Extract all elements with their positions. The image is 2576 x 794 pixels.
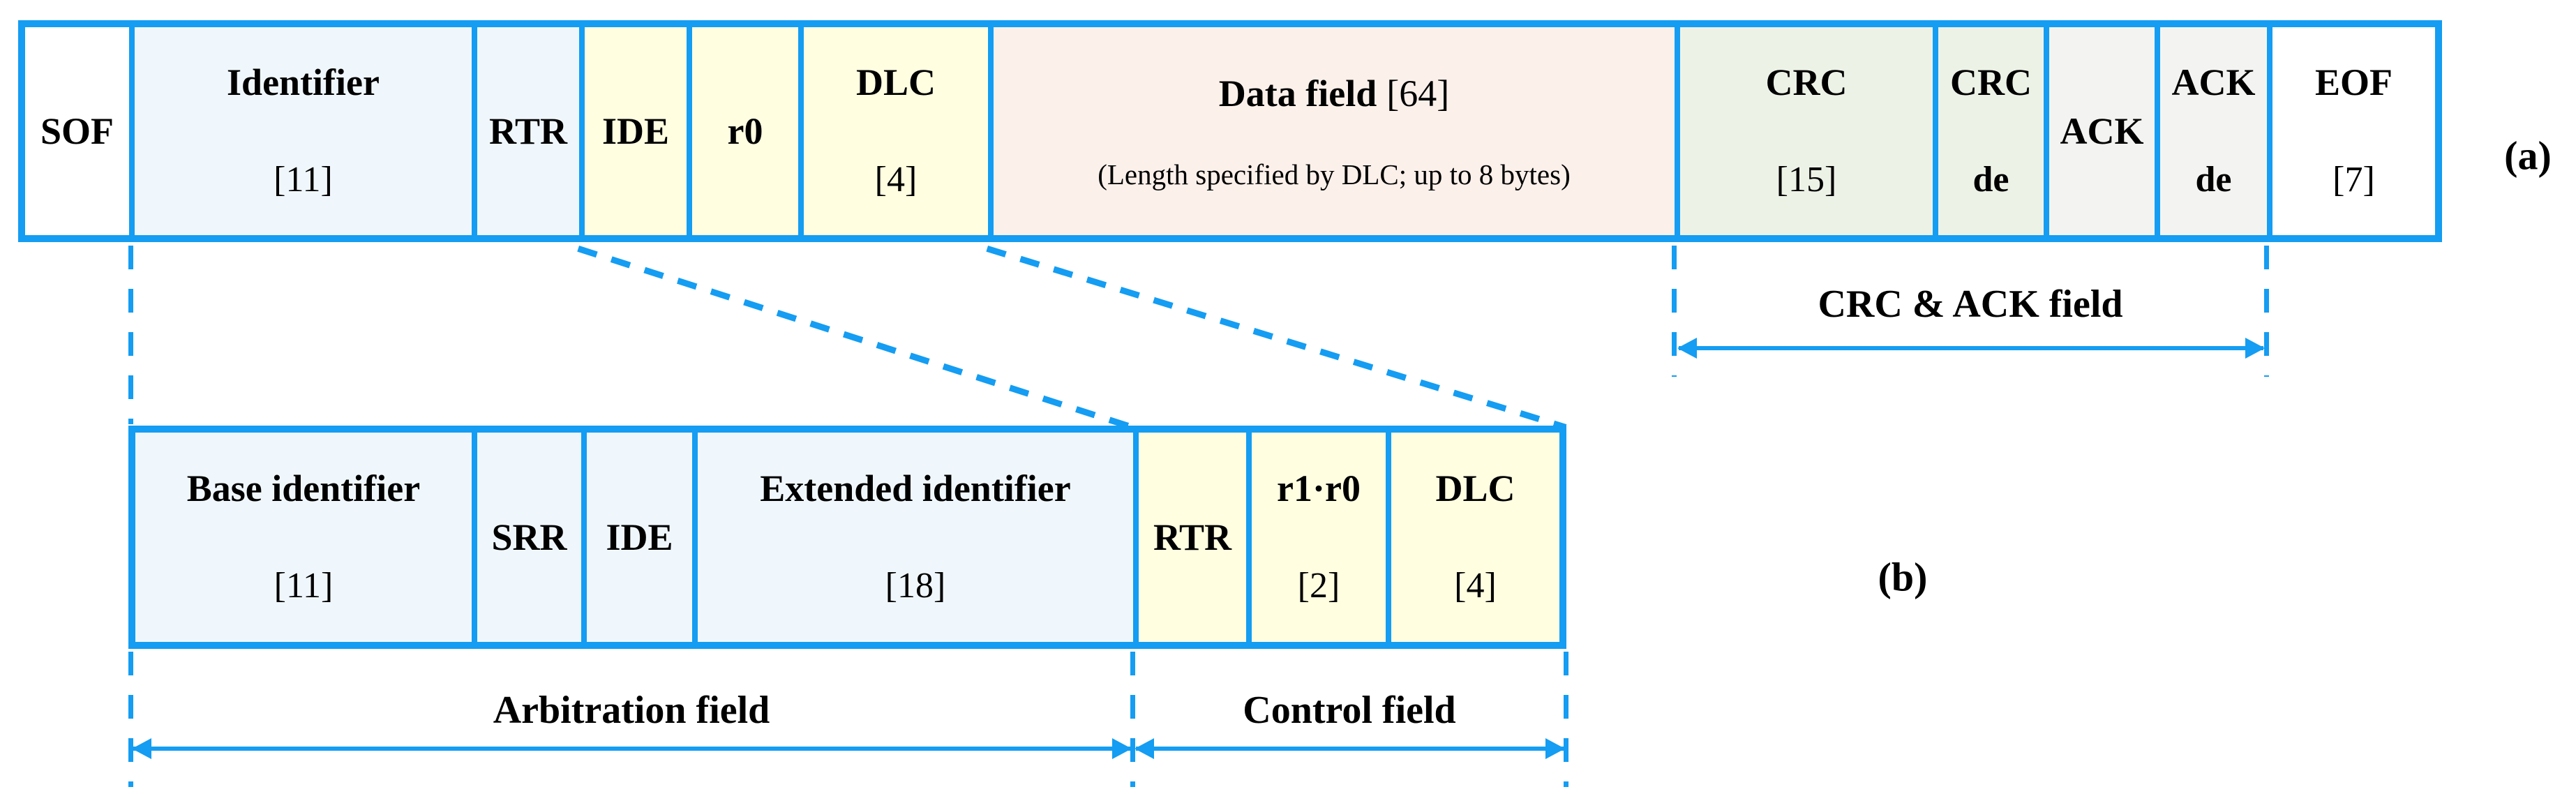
field-label: r0 <box>727 110 763 152</box>
field-label: RTR <box>488 110 568 152</box>
field-ide-b: IDE <box>581 433 692 642</box>
control-field-label: Control field <box>1243 689 1456 732</box>
field-r0: r0 <box>687 27 798 235</box>
dashed-line-crc-left <box>1672 246 1677 377</box>
field-ack: ACK <box>2044 27 2155 235</box>
field-label: CRC <box>1950 61 2032 103</box>
field-sublabel: de <box>2195 160 2232 200</box>
arbitration-field-arrow <box>133 747 1130 751</box>
field-bitcount: [18] <box>885 566 946 606</box>
field-label: RTR <box>1153 516 1232 558</box>
field-label: ACK <box>2171 61 2256 103</box>
field-label: Base identifier <box>186 467 421 509</box>
field-srr: SRR <box>472 433 581 642</box>
field-bitcount: [11] <box>274 566 334 606</box>
field-label: SRR <box>491 516 567 558</box>
field-label: ACK <box>2060 110 2144 152</box>
field-label: SOF <box>40 110 114 152</box>
dashed-line-control-right <box>1564 652 1568 787</box>
field-bitcount: [4] <box>1454 566 1497 606</box>
field-base-identifier: Base identifier [11] <box>135 433 472 642</box>
field-dlc: DLC [4] <box>798 27 988 235</box>
field-label: r1·r0 <box>1277 467 1361 509</box>
field-label: IDE <box>601 110 670 152</box>
dashed-diagonal-dlc-to-dlc <box>986 246 1567 430</box>
dashed-line-identifier-left <box>128 246 133 424</box>
field-bitcount: [11] <box>274 160 333 200</box>
field-dlc-b: DLC [4] <box>1386 433 1559 642</box>
field-label: DLC <box>1435 467 1515 509</box>
field-label: Data field[64] <box>1219 70 1449 117</box>
field-extended-identifier: Extended identifier [18] <box>692 433 1133 642</box>
field-label: DLC <box>855 61 936 103</box>
control-field-arrow <box>1136 747 1564 751</box>
crc-ack-field-arrow <box>1679 346 2263 350</box>
figure-tag-b: (b) <box>1878 554 1928 600</box>
field-sublabel: de <box>1972 160 2009 200</box>
field-rtr: RTR <box>472 27 579 235</box>
field-r1-r0: r1·r0 [2] <box>1246 433 1386 642</box>
field-label: CRC <box>1765 61 1848 103</box>
crc-ack-field-label: CRC & ACK field <box>1818 283 2123 326</box>
field-identifier: Identifier [11] <box>129 27 472 235</box>
field-rtr-b: RTR <box>1133 433 1246 642</box>
figure-tag-a: (a) <box>2504 133 2552 179</box>
field-label: Identifier <box>227 61 380 103</box>
field-bitcount: [7] <box>2332 160 2375 200</box>
field-label: IDE <box>606 516 673 558</box>
frame-b-row: Base identifier [11] SRR IDE Extended id… <box>128 426 1566 649</box>
arbitration-field-label: Arbitration field <box>493 689 770 732</box>
dashed-line-control-left <box>1130 652 1135 787</box>
field-ide: IDE <box>579 27 687 235</box>
field-ack-delimiter: ACK de <box>2155 27 2267 235</box>
field-crc: CRC [15] <box>1675 27 1933 235</box>
field-note: (Length specified by DLC; up to 8 bytes) <box>1098 158 1571 190</box>
field-eof: EOF [7] <box>2267 27 2435 235</box>
field-bitcount: [4] <box>874 160 918 200</box>
dashed-diagonal-ide-to-rtr <box>577 246 1133 430</box>
field-sof: SOF <box>25 27 129 235</box>
dashed-line-ack-right <box>2264 246 2269 377</box>
field-crc-delimiter: CRC de <box>1933 27 2044 235</box>
field-bitcount: [64] <box>1386 73 1450 114</box>
field-bitcount: [15] <box>1776 160 1837 200</box>
field-data: Data field[64] (Length specified by DLC;… <box>988 27 1675 235</box>
field-label-text: Data field <box>1218 73 1377 114</box>
dashed-line-arbitration-left <box>128 652 133 787</box>
field-bitcount: [2] <box>1297 566 1340 606</box>
frame-a-row: SOF Identifier [11] RTR IDE r0 DLC [4] D… <box>18 20 2442 242</box>
field-label: Extended identifier <box>760 467 1071 509</box>
field-label: EOF <box>2314 61 2392 103</box>
